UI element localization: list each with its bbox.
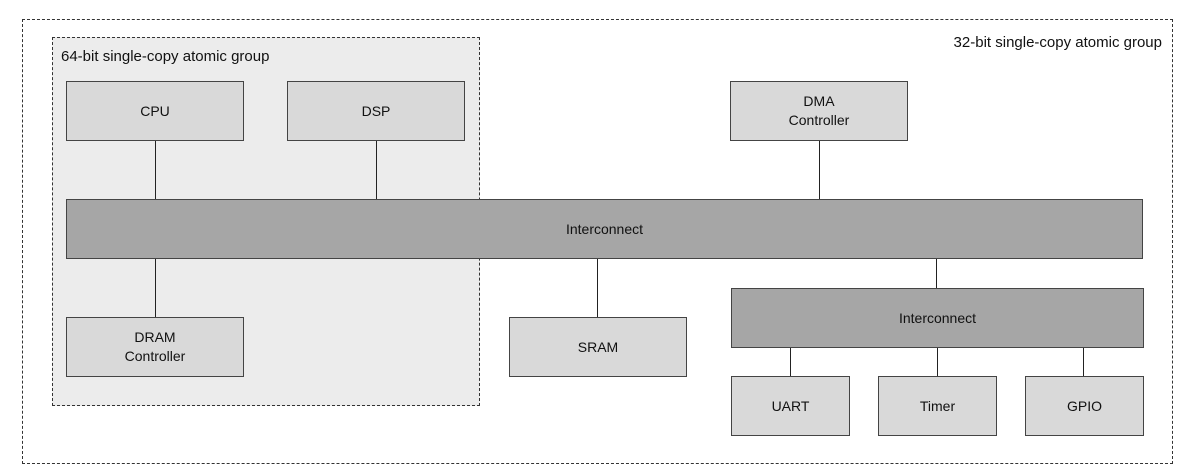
gpio-block: GPIO xyxy=(1025,376,1144,436)
dma-controller-label: DMA Controller xyxy=(788,93,850,128)
interconnect-to-peripheral-interconnect-line xyxy=(936,258,937,289)
cpu-label: CPU xyxy=(140,102,170,119)
dma-controller-block: DMA Controller xyxy=(730,81,908,141)
sram-block: SRAM xyxy=(509,317,687,377)
peripheral-interconnect-to-timer-line xyxy=(937,347,938,377)
sram-label: SRAM xyxy=(577,338,619,355)
uart-label: UART xyxy=(771,397,810,414)
group-32bit-label: 32-bit single-copy atomic group xyxy=(953,34,1162,51)
group-64bit-label: 64-bit single-copy atomic group xyxy=(61,48,270,65)
dram-controller-block: DRAM Controller xyxy=(66,317,244,377)
timer-block: Timer xyxy=(878,376,997,436)
peripheral-interconnect-bus: Interconnect xyxy=(731,288,1144,348)
peripheral-interconnect-to-gpio-line xyxy=(1083,347,1084,377)
main-interconnect-bus: Interconnect xyxy=(66,199,1143,259)
uart-block: UART xyxy=(731,376,850,436)
dsp-to-interconnect-line xyxy=(376,140,377,200)
interconnect-to-sram-line xyxy=(597,258,598,318)
main-interconnect-label: Interconnect xyxy=(565,221,644,237)
dsp-label: DSP xyxy=(361,102,391,119)
dsp-block: DSP xyxy=(287,81,465,141)
peripheral-interconnect-to-uart-line xyxy=(790,347,791,377)
timer-label: Timer xyxy=(919,397,956,414)
cpu-to-interconnect-line xyxy=(155,140,156,200)
peripheral-interconnect-label: Interconnect xyxy=(898,310,977,326)
dram-controller-label: DRAM Controller xyxy=(124,329,186,364)
group-32bit-single-copy-atomic: 32-bit single-copy atomic group xyxy=(22,19,1173,464)
dma-to-interconnect-line xyxy=(819,140,820,200)
interconnect-to-dram-line xyxy=(155,258,156,318)
cpu-block: CPU xyxy=(66,81,244,141)
gpio-label: GPIO xyxy=(1066,397,1102,414)
